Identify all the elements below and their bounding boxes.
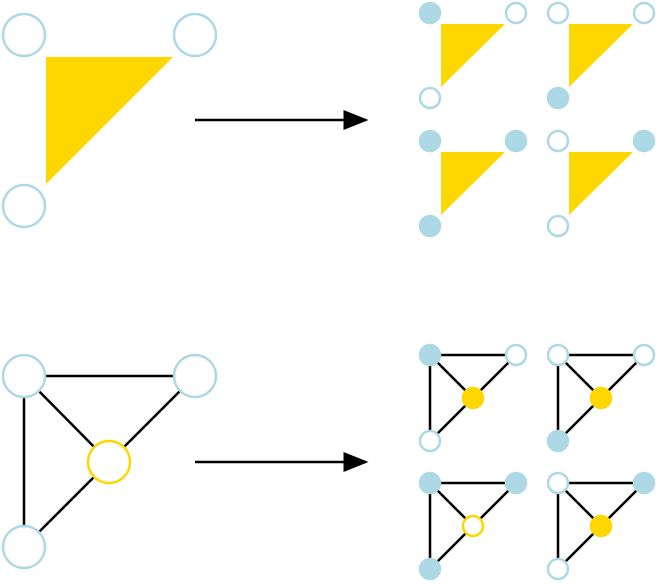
node-top-right xyxy=(172,353,218,399)
node-center xyxy=(86,439,132,485)
small-center-node-filled xyxy=(461,386,485,410)
small-vertex-empty xyxy=(504,1,528,25)
small-center-node-empty xyxy=(461,514,485,538)
small-vertex-empty xyxy=(546,214,570,238)
small-vertex-filled xyxy=(632,129,656,153)
small-node-empty xyxy=(504,343,528,367)
small-triangle-face xyxy=(441,152,505,215)
small-triangle-face xyxy=(569,152,633,215)
small-vertex-filled xyxy=(418,129,442,153)
node-top-left xyxy=(1,353,47,399)
vertex-top-right xyxy=(172,12,218,58)
small-vertex-empty xyxy=(546,129,570,153)
small-node-empty xyxy=(632,343,656,367)
small-node-filled xyxy=(418,557,442,581)
small-node-filled xyxy=(418,343,442,367)
small-node-empty xyxy=(546,557,570,581)
small-vertex-empty xyxy=(418,86,442,110)
small-triangle-face xyxy=(441,24,505,87)
small-center-node-filled xyxy=(589,386,613,410)
vertex-top-left xyxy=(1,12,47,58)
small-vertex-filled xyxy=(546,86,570,110)
small-node-filled xyxy=(632,471,656,495)
small-vertex-empty xyxy=(546,1,570,25)
triangle-face xyxy=(46,57,173,184)
small-vertex-filled xyxy=(504,129,528,153)
small-node-filled xyxy=(504,471,528,495)
small-node-empty xyxy=(546,471,570,495)
vertex-bottom-left xyxy=(1,183,47,229)
small-vertex-empty xyxy=(632,1,656,25)
small-node-filled xyxy=(546,429,570,453)
node-bottom-left xyxy=(1,524,47,570)
small-node-filled xyxy=(418,471,442,495)
small-triangle-face xyxy=(569,24,633,87)
small-vertex-filled xyxy=(418,214,442,238)
small-node-empty xyxy=(418,429,442,453)
small-center-node-filled xyxy=(589,514,613,538)
small-node-empty xyxy=(546,343,570,367)
small-vertex-filled xyxy=(418,1,442,25)
